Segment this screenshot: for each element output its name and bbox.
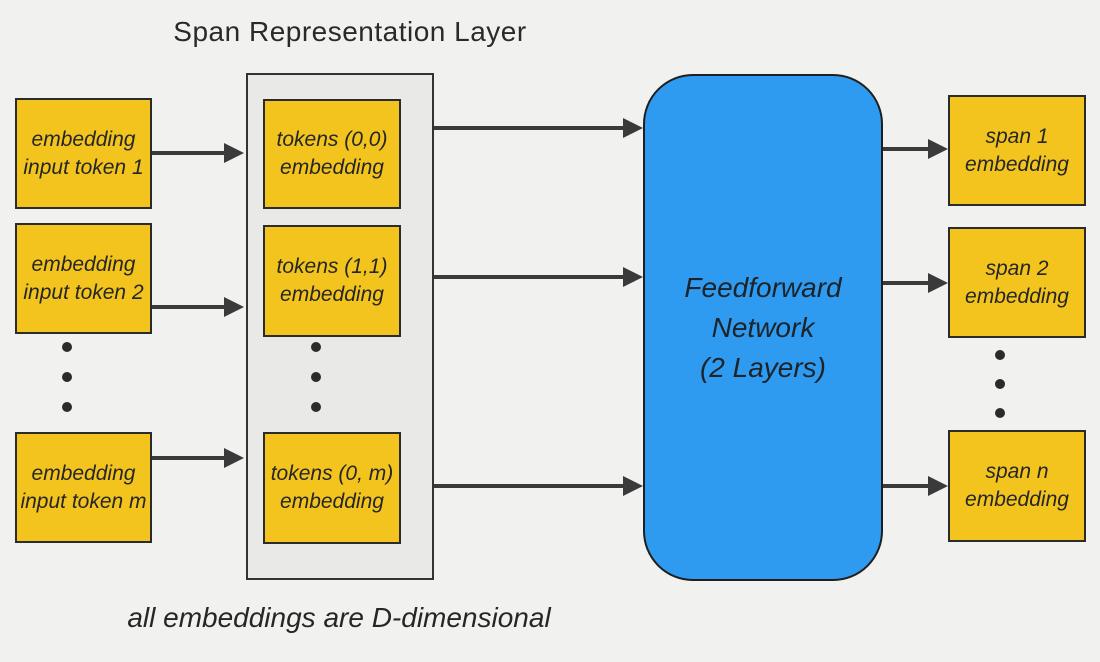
arrow-tokens0m-to-network (434, 476, 643, 496)
network-label-line: (2 Layers) (699, 351, 827, 383)
arrow-tokens00-to-network (434, 118, 643, 138)
ellipsis-dot (995, 408, 1005, 418)
arrow-input1-to-span-layer (152, 143, 244, 163)
box-label-line: embedding (965, 152, 1069, 176)
box-label-line: span 2 (985, 256, 1049, 280)
box-label-line: embedding (31, 127, 136, 151)
box-label-line: embedding (31, 252, 136, 276)
input-token-2-box: embedding input token 2 (15, 223, 152, 334)
input-token-1-box: embedding input token 1 (15, 98, 152, 209)
box-label-line: embedding (280, 156, 384, 179)
arrow-input2-to-span-layer (152, 297, 244, 317)
feedforward-network-box: Feedforward Network (2 Layers) (643, 74, 883, 581)
tokens-11-box: tokens (1,1) embedding (263, 225, 401, 337)
arrow-network-to-span2 (883, 273, 948, 293)
box-label-line: embedding (31, 461, 136, 485)
box-label-line: embedding (965, 488, 1069, 511)
span-2-embedding-box: span 2 embedding (948, 227, 1086, 338)
network-label-line: Network (711, 311, 815, 343)
box-label-line: tokens (1,1) (276, 255, 388, 278)
box-label-line: embedding (965, 284, 1069, 308)
tokens-0m-box: tokens (0, m) embedding (263, 432, 401, 544)
box-label-line: input token 2 (23, 280, 144, 304)
ellipsis-dot (311, 372, 321, 382)
box-label-line: tokens (0, m) (270, 462, 394, 485)
ellipsis-dot (311, 342, 321, 352)
ellipsis-dot (995, 379, 1005, 389)
box-label-line: tokens (0,0) (276, 128, 388, 151)
box-label-line: embedding (280, 490, 384, 513)
arrow-tokens11-to-network (434, 267, 643, 287)
box-label-line: span 1 (985, 124, 1049, 148)
ellipsis-dot (62, 372, 72, 382)
span-n-embedding-box: span n embedding (948, 430, 1086, 542)
box-label-line: input token m (20, 489, 147, 513)
footnote-caption: all embeddings are D-dimensional (127, 602, 551, 633)
tokens-00-box: tokens (0,0) embedding (263, 99, 401, 209)
span-representation-layer-container: tokens (0,0) embedding tokens (1,1) embe… (246, 73, 434, 580)
ellipsis-dot (311, 402, 321, 412)
box-label-line: embedding (280, 283, 384, 306)
ellipsis-dot (62, 402, 72, 412)
box-label-line: input token 1 (23, 155, 144, 179)
box-label-line: span n (985, 460, 1049, 483)
span-1-embedding-box: span 1 embedding (948, 95, 1086, 206)
diagram-title: Span Representation Layer (173, 16, 527, 47)
ellipsis-dot (995, 350, 1005, 360)
arrow-network-to-spann (883, 476, 948, 496)
input-token-m-box: embedding input token m (15, 432, 152, 543)
ellipsis-dot (62, 342, 72, 352)
arrow-network-to-span1 (883, 139, 948, 159)
network-label-line: Feedforward (684, 271, 842, 303)
arrow-inputm-to-span-layer (152, 448, 244, 468)
